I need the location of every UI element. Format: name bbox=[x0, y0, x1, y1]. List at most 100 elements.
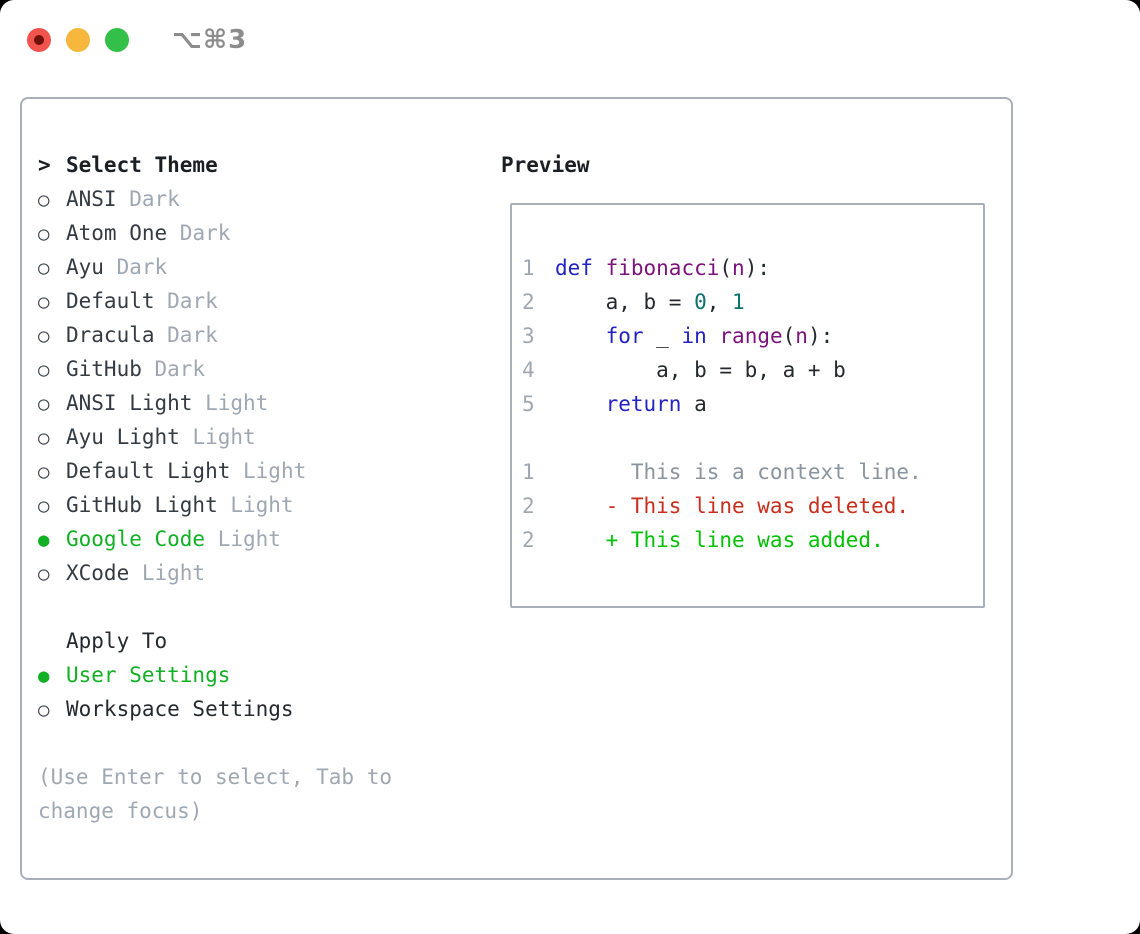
code-segment: n bbox=[732, 256, 745, 280]
code-segment bbox=[707, 324, 720, 348]
code-segment: This is a context line. bbox=[555, 460, 922, 484]
theme-item-variant: Light bbox=[129, 561, 206, 585]
code-line-content: - This line was deleted. bbox=[555, 489, 909, 523]
theme-item[interactable]: ○Default Light Light bbox=[38, 454, 493, 488]
radio-unselected-icon: ○ bbox=[38, 189, 50, 211]
theme-item-name: ANSI Light bbox=[66, 391, 193, 415]
theme-item[interactable]: ○ GitHub Dark bbox=[38, 352, 493, 386]
apply-to-options: ●User Settings ○ Workspace Settings bbox=[38, 658, 493, 726]
theme-item-variant: Dark bbox=[141, 357, 206, 381]
theme-item-name: Atom One bbox=[66, 221, 168, 245]
code-line-content: a, b = 0, 1 bbox=[555, 285, 745, 319]
code-line-content: for _ in range(n): bbox=[555, 319, 834, 353]
code-segment: n bbox=[795, 324, 808, 348]
line-number: 3 bbox=[522, 324, 535, 348]
line-number: 2 bbox=[522, 528, 535, 552]
theme-item-name: Google Code bbox=[66, 527, 206, 551]
code-line: 1 This is a context line. bbox=[522, 455, 983, 489]
theme-list: ○ANSI Dark○Atom One Dark○Ayu Dark○Defaul… bbox=[38, 182, 493, 590]
theme-item-name: Ayu Light bbox=[66, 425, 180, 449]
select-theme-title: Select Theme bbox=[66, 153, 218, 177]
theme-item[interactable]: ○ANSI Dark bbox=[38, 182, 493, 216]
code-segment: _ bbox=[643, 324, 682, 348]
theme-item[interactable]: ○Atom One Dark bbox=[38, 216, 493, 250]
radio-selected-icon: ● bbox=[38, 529, 50, 551]
apply-to-header: Apply To bbox=[38, 624, 493, 658]
line-number bbox=[522, 421, 555, 455]
window-title: ⌥⌘3 bbox=[172, 25, 248, 55]
theme-item-variant: Light bbox=[179, 425, 256, 449]
theme-item-name: Dracula bbox=[66, 323, 155, 347]
code-line: 3 for _ in range(n): bbox=[522, 319, 983, 353]
theme-item-name: XCode bbox=[66, 561, 130, 585]
radio-unselected-icon: ○ bbox=[38, 359, 50, 381]
code-segment: ( bbox=[782, 324, 796, 348]
apply-to-title: Apply To bbox=[66, 629, 168, 653]
code-segment: a, b = bbox=[555, 290, 695, 314]
code-segment bbox=[555, 324, 606, 348]
code-segment: - This line was deleted. bbox=[555, 494, 910, 518]
radio-unselected-icon: ○ bbox=[38, 393, 50, 415]
theme-item-variant: Dark bbox=[167, 221, 231, 245]
code-line-content: + This line was added. bbox=[555, 523, 884, 557]
radio-selected-icon: ● bbox=[38, 665, 50, 687]
code-segment: ): bbox=[807, 324, 834, 348]
prompt-icon: > bbox=[38, 153, 51, 177]
theme-item[interactable]: ● Google Code Light bbox=[38, 522, 493, 556]
theme-item-name: ANSI bbox=[66, 187, 117, 211]
code-segment: fibonacci bbox=[605, 256, 720, 280]
code-line: 1 def fibonacci(n): bbox=[522, 251, 983, 285]
code-segment: 1 bbox=[732, 290, 745, 314]
theme-item[interactable]: ○ XCode Light bbox=[38, 556, 493, 590]
line-number: 4 bbox=[522, 358, 535, 382]
line-number: 5 bbox=[522, 392, 535, 416]
code-segment: in bbox=[681, 324, 707, 348]
apply-to-option[interactable]: ●User Settings bbox=[38, 658, 493, 692]
zoom-button[interactable] bbox=[105, 28, 129, 52]
minimize-button[interactable] bbox=[66, 28, 90, 52]
radio-unselected-icon: ○ bbox=[38, 495, 50, 517]
code-segment: return bbox=[605, 392, 682, 416]
code-segment: a, b = b, a + b bbox=[555, 358, 846, 382]
line-number: 1 bbox=[522, 256, 535, 280]
code-line-content: return a bbox=[555, 387, 707, 421]
theme-item-name: GitHub bbox=[66, 357, 142, 381]
theme-selector-panel: > Select Theme ○ANSI Dark○Atom One Dark○… bbox=[20, 97, 1013, 880]
theme-item[interactable]: ○ ANSI Light Light bbox=[38, 386, 493, 420]
code-segment: ( bbox=[719, 256, 733, 280]
theme-item[interactable]: ○Default Dark bbox=[38, 284, 493, 318]
radio-unselected-icon: ○ bbox=[38, 325, 50, 347]
theme-item-variant: Light bbox=[192, 391, 269, 415]
radio-unselected-icon: ○ bbox=[38, 563, 50, 585]
close-button[interactable] bbox=[27, 28, 51, 52]
radio-unselected-icon: ○ bbox=[38, 291, 50, 313]
apply-to-section: Apply To ●User Settings ○ Workspace Settin… bbox=[38, 624, 493, 726]
theme-item[interactable]: ○Ayu Light Light bbox=[38, 420, 493, 454]
code-line-content: def fibonacci(n): bbox=[555, 251, 770, 285]
radio-unselected-icon: ○ bbox=[38, 461, 50, 483]
theme-item[interactable]: ○GitHub Light Light bbox=[38, 488, 493, 522]
theme-item-variant: Light bbox=[230, 459, 307, 483]
theme-item-variant: Light bbox=[205, 527, 281, 551]
code-line: 2 + This line was added. bbox=[522, 523, 983, 557]
preview-title: Preview bbox=[501, 153, 590, 177]
code-line: 2 a, b = 0, 1 bbox=[522, 285, 983, 319]
theme-item-name: Ayu bbox=[66, 255, 104, 279]
apply-to-option-label: Workspace Settings bbox=[66, 697, 294, 721]
apply-to-option[interactable]: ○ Workspace Settings bbox=[38, 692, 493, 726]
theme-item[interactable]: ○ Dracula Dark bbox=[38, 318, 493, 352]
code-segment: for bbox=[605, 324, 644, 348]
radio-unselected-icon: ○ bbox=[38, 257, 50, 279]
theme-item-name: Default bbox=[66, 289, 155, 313]
line-number: 2 bbox=[522, 290, 535, 314]
radio-unselected-icon: ○ bbox=[38, 699, 50, 721]
theme-item-variant: Dark bbox=[154, 323, 218, 347]
code-line bbox=[522, 421, 983, 455]
theme-item[interactable]: ○Ayu Dark bbox=[38, 250, 493, 284]
code-segment: + This line was added. bbox=[555, 528, 884, 552]
select-theme-header: > Select Theme bbox=[38, 148, 493, 182]
help-text: (Use Enter to select, Tab to change focu… bbox=[38, 765, 393, 823]
